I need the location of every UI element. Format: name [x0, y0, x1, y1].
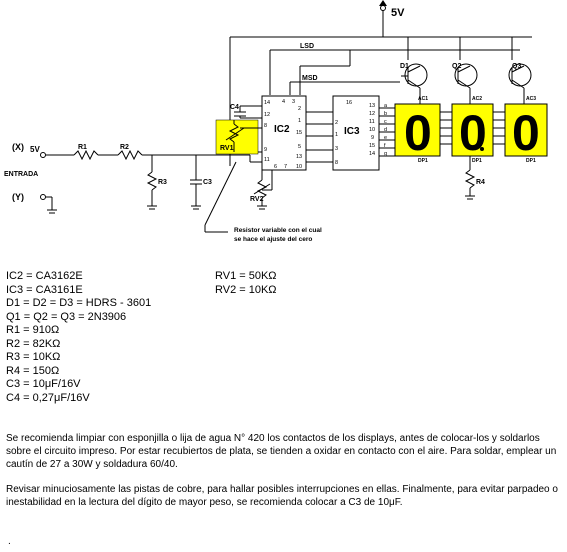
segment-label: f: [384, 143, 386, 149]
ic2-pin: 2: [298, 106, 301, 112]
ic2-pin: 8: [264, 123, 267, 129]
ic3-pin: 12: [369, 111, 375, 117]
segment-label: e: [384, 135, 387, 141]
segment-label: g: [384, 151, 387, 157]
r1-label: R1: [78, 144, 87, 151]
entrada-label: ENTRADA: [4, 171, 38, 178]
part-item: RV1 = 50KΩ: [215, 270, 277, 282]
r3-label: R3: [158, 179, 167, 186]
part-item: D1 = D2 = D3 = HDRS - 3601: [6, 297, 152, 309]
display-3-digit: 0: [512, 105, 540, 161]
ac3-label: AC3: [526, 96, 536, 102]
part-item: IC2 = CA3162E: [6, 270, 83, 282]
display-3: 0: [504, 103, 548, 161]
input-y-label: (Y): [12, 192, 24, 202]
dp1-label-3: DP1: [526, 158, 536, 164]
ic2-pin: 13: [296, 154, 302, 160]
c4-label: C4: [230, 104, 239, 111]
ic3-pin: 9: [371, 135, 374, 141]
ic2-pin: 11: [264, 157, 270, 163]
trailing-mark: .: [8, 536, 11, 547]
d1-label: D1: [400, 63, 409, 70]
segment-label: d: [384, 127, 387, 133]
ic2-pin: 10: [296, 164, 302, 170]
segment-label: b: [384, 111, 387, 117]
input-5v-label: 5V: [30, 145, 40, 154]
ic2-pin: 4: [282, 99, 285, 105]
ic2-pin: 14: [264, 100, 270, 106]
r4-label: R4: [476, 179, 485, 186]
display-2-digit: 0: [459, 105, 487, 161]
bus-msd-label: MSD: [302, 75, 318, 82]
ic3-pin: 1: [335, 132, 338, 138]
ic3-pin: 2: [335, 120, 338, 126]
ac1-label: AC1: [418, 96, 428, 102]
display-1-digit: 0: [404, 105, 432, 161]
ic2-pin: 5: [298, 144, 301, 150]
q3-label: Q3: [512, 63, 521, 70]
part-item: C3 = 10μF/16V: [6, 378, 81, 390]
ic3-pin: 16: [346, 100, 352, 106]
part-item: R4 = 150Ω: [6, 364, 60, 377]
part-item: IC3 = CA3161E: [6, 283, 83, 296]
note-paragraph-1: Se recomienda limpiar con esponjilla o l…: [6, 433, 557, 470]
ic2-pin: 12: [264, 112, 270, 118]
supply-label: 5V: [391, 7, 405, 19]
ic2-pin: 9: [264, 147, 267, 153]
q2-label: Q2: [452, 63, 461, 70]
rv2-label: RV2: [250, 196, 264, 203]
rv1-label: RV1: [220, 145, 234, 152]
ic3-pin: 8: [335, 160, 338, 166]
ic2-pin: 15: [296, 130, 302, 136]
note-paragraph-2: Revisar minuciosamente las pistas de cob…: [6, 484, 558, 508]
ic3-pin: 10: [369, 127, 375, 133]
display-1: 0: [394, 103, 441, 161]
display-2: 0: [451, 103, 494, 161]
ic3-pin: 15: [369, 143, 375, 149]
ic2-label: IC2: [274, 124, 290, 135]
segment-label: c: [384, 119, 387, 125]
ic2-pin: 3: [292, 99, 295, 105]
parts-list-right: RV1 = 50KΩ RV2 = 10KΩ: [215, 270, 277, 297]
ic3-label: IC3: [344, 126, 360, 137]
ac2-label: AC2: [472, 96, 482, 102]
circuit-schematic: 0 0 0 5V LSD MSD D1 Q2 Q3 AC1 AC2 AC3 DP…: [4, 0, 548, 243]
annotation-line-2: se hace el ajuste del cero: [234, 236, 312, 243]
input-x-label: (X): [12, 142, 24, 152]
ic2-pin: 6: [274, 164, 277, 170]
part-item: R3 = 10KΩ: [6, 351, 61, 363]
ic2-pin: 7: [284, 164, 287, 170]
dp1-label-1: DP1: [418, 158, 428, 164]
bus-lsd-label: LSD: [300, 43, 314, 50]
ic3-pin: 13: [369, 103, 375, 109]
ic3-pin: 11: [369, 119, 375, 125]
ic3-pin: 3: [335, 146, 338, 152]
parts-list-left: IC2 = CA3162E IC3 = CA3161E D1 = D2 = D3…: [6, 270, 151, 405]
part-item: R1 = 910Ω: [6, 324, 60, 336]
dp1-label-2: DP1: [472, 158, 482, 164]
part-item: RV2 = 10KΩ: [215, 283, 277, 296]
part-item: R2 = 82KΩ: [6, 337, 61, 350]
c3-label: C3: [203, 179, 212, 186]
annotation-line-1: Resistor variable con el cual: [234, 227, 322, 234]
part-item: C4 = 0,27μF/16V: [6, 391, 90, 404]
ic2-pin: 1: [298, 118, 301, 124]
part-item: Q1 = Q2 = Q3 = 2N3906: [6, 310, 127, 323]
ic3-pin: 14: [369, 151, 375, 157]
segment-label: a: [384, 103, 388, 109]
r2-label: R2: [120, 144, 129, 151]
